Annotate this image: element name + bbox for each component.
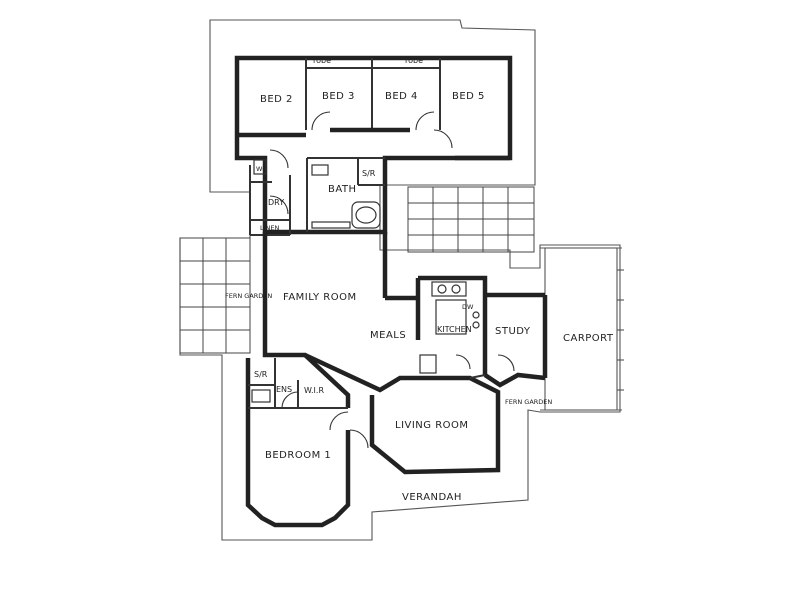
label-dw: DW <box>462 303 474 311</box>
label-robe-1: robe <box>313 56 331 65</box>
doors-top <box>269 111 453 215</box>
label-bed5: BED 5 <box>452 91 485 102</box>
label-living-room: LIVING ROOM <box>395 420 469 431</box>
label-bed3: BED 3 <box>322 91 355 102</box>
label-verandah: VERANDAH <box>402 492 462 503</box>
label-ens: ENS <box>276 385 292 394</box>
label-dry: DRY <box>268 198 284 207</box>
label-wir: W.I.R <box>304 386 324 395</box>
label-meals: MEALS <box>370 330 406 341</box>
bedroom-wing-walls <box>234 55 513 236</box>
paving-grid-left <box>179 237 251 354</box>
label-fern-garden-left: FERN GARDEN <box>225 292 272 300</box>
label-wc: WC <box>256 165 267 173</box>
main-walls <box>262 232 548 475</box>
label-study: STUDY <box>495 326 531 337</box>
label-carport: CARPORT <box>563 333 614 344</box>
room-labels: BED 2 BED 3 BED 4 BED 5 robe robe BATH S… <box>225 56 614 503</box>
label-sr-ens: S/R <box>254 370 268 379</box>
paving-grid-right <box>407 186 535 253</box>
label-sr-top: S/R <box>362 169 376 178</box>
label-bedroom1: BEDROOM 1 <box>265 450 331 461</box>
label-robe-2: robe <box>405 56 423 65</box>
label-bed4: BED 4 <box>385 91 418 102</box>
kitchen-fixtures <box>419 281 515 374</box>
bath-fixtures <box>253 159 381 229</box>
carport <box>540 247 624 411</box>
label-family-room: FAMILY ROOM <box>283 292 357 303</box>
label-fern-garden-right: FERN GARDEN <box>505 398 552 406</box>
label-bed2: BED 2 <box>260 94 293 105</box>
master-suite-walls <box>245 358 369 528</box>
label-bath: BATH <box>328 184 357 195</box>
label-kitchen: KITCHEN <box>437 325 472 334</box>
label-linen: LINEN <box>260 224 280 232</box>
